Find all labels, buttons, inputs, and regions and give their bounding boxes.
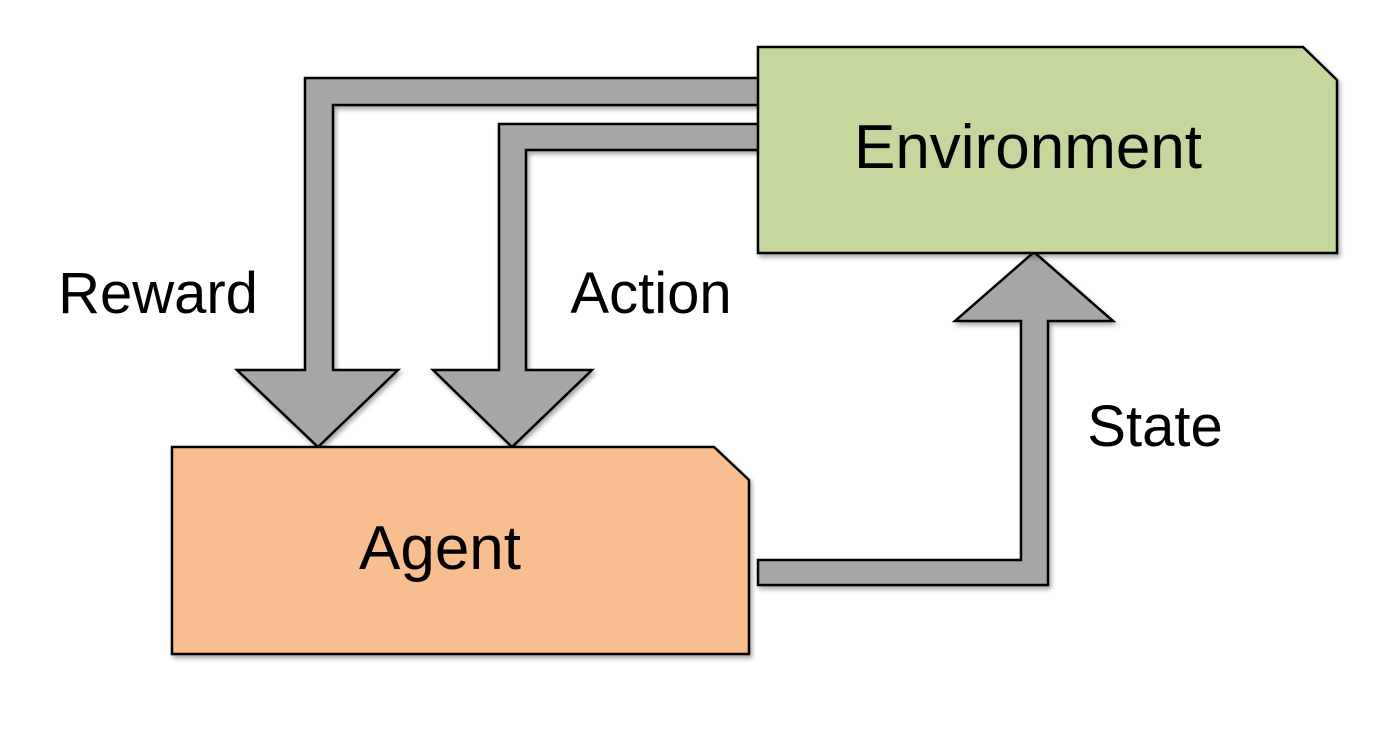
reward-arrow	[233, 76, 762, 449]
environment-box	[756, 45, 1339, 255]
action-label: Action	[570, 261, 731, 326]
agent-label: Agent	[359, 514, 521, 583]
state-label: State	[1087, 394, 1222, 459]
action-arrow	[429, 122, 762, 449]
reward-label: Reward	[58, 261, 258, 326]
agent-box	[170, 445, 751, 656]
state-arrow	[756, 250, 1117, 587]
environment-label: Environment	[854, 113, 1202, 182]
